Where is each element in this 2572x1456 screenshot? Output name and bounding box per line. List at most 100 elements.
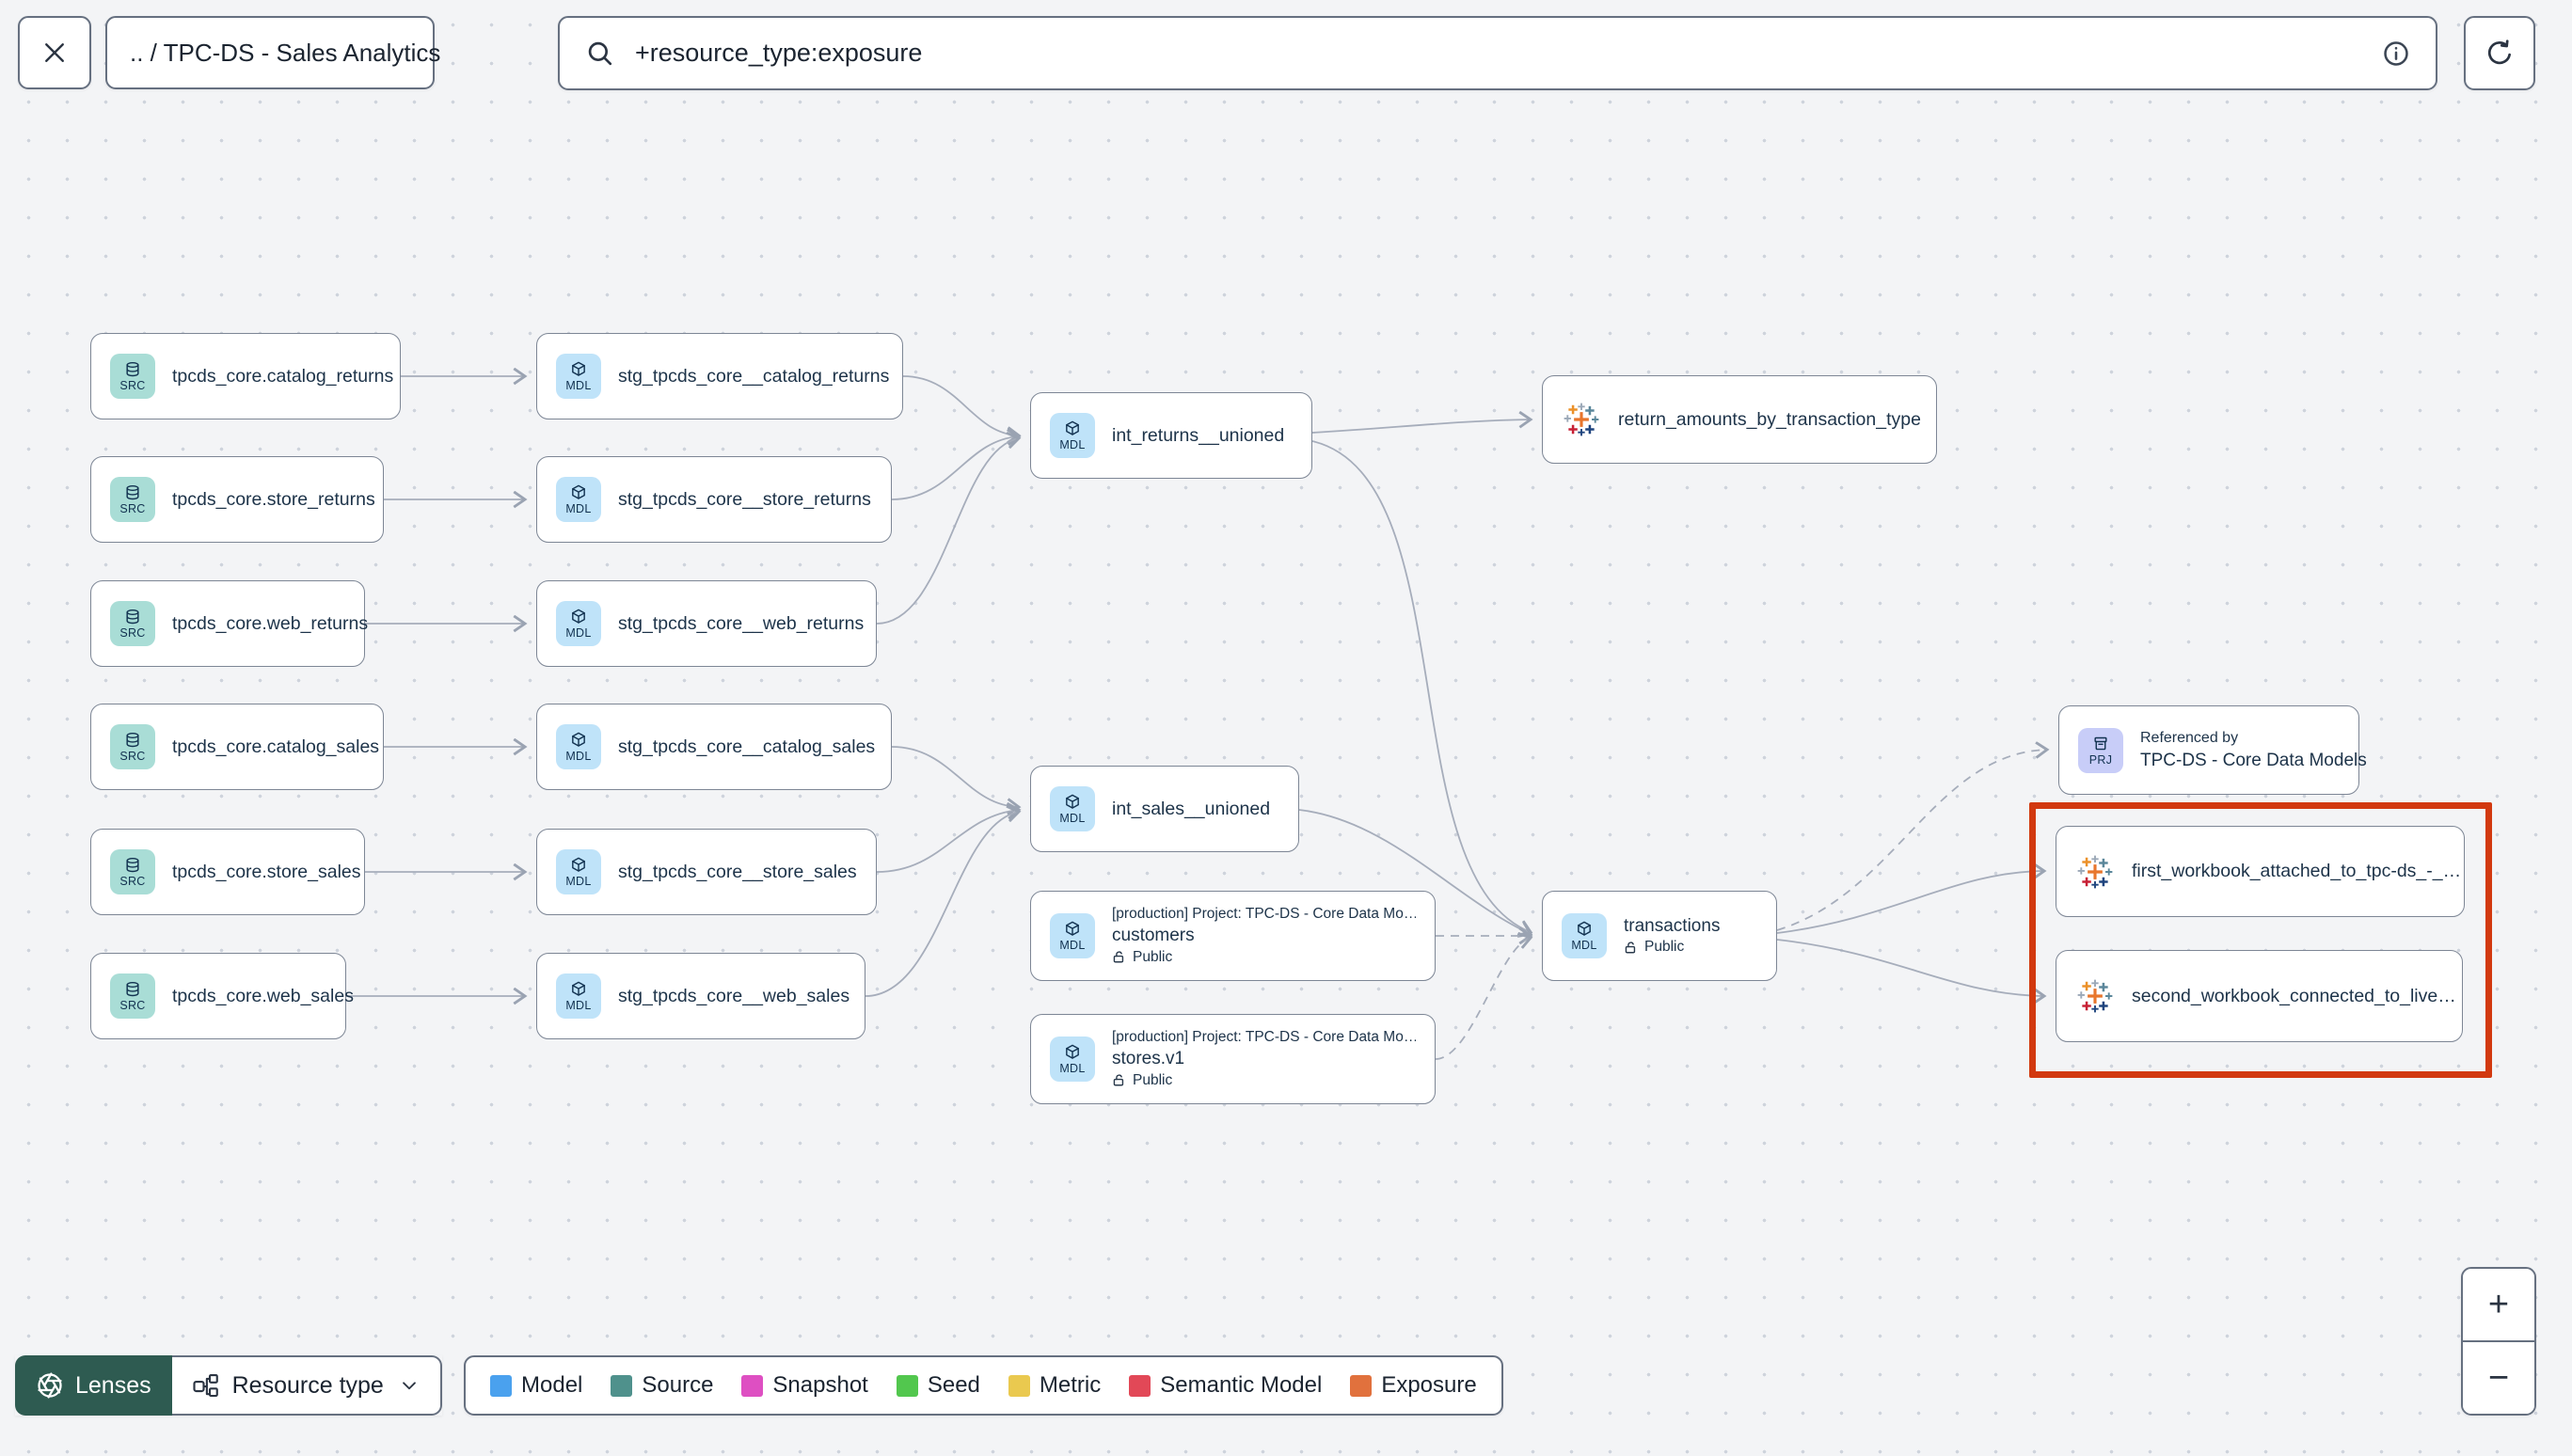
access-row: Public bbox=[1624, 938, 1720, 957]
legend-item-model: Model bbox=[490, 1372, 582, 1399]
close-icon bbox=[45, 43, 64, 62]
node-label: stg_tpcds_core__store_returns bbox=[618, 488, 871, 510]
node-src-tpcds-core-catalog-returns[interactable]: SRC tpcds_core.catalog_returns bbox=[90, 333, 401, 419]
resource-type-icon bbox=[193, 1373, 218, 1398]
legend-swatch-seed bbox=[896, 1374, 918, 1397]
breadcrumb[interactable]: .. / TPC-DS - Sales Analytics bbox=[105, 16, 440, 89]
node-stg-tpcds-core-web-returns[interactable]: MDL stg_tpcds_core__web_returns bbox=[536, 580, 877, 667]
refresh-button[interactable] bbox=[2464, 16, 2535, 90]
node-label: stg_tpcds_core__store_sales bbox=[618, 861, 857, 882]
node-label: tpcds_core.web_sales bbox=[172, 985, 354, 1006]
node-src-tpcds-core-store-sales[interactable]: SRC tpcds_core.store_sales bbox=[90, 829, 365, 915]
lock-open-icon bbox=[1112, 1073, 1126, 1087]
access-row: Public bbox=[1112, 1071, 1416, 1090]
refresh-icon bbox=[2487, 39, 2511, 64]
node-label: second_workbook_connected_to_live… bbox=[2132, 985, 2456, 1006]
breadcrumb-text: .. / TPC-DS - Sales Analytics bbox=[130, 38, 441, 67]
source-badge: SRC bbox=[110, 601, 155, 646]
node-label: int_sales__unioned bbox=[1112, 798, 1271, 819]
aperture-icon bbox=[38, 1372, 62, 1399]
model-badge: MDL bbox=[556, 354, 601, 399]
archive-icon bbox=[2091, 735, 2110, 753]
info-icon[interactable] bbox=[2381, 39, 2411, 69]
node-exposure-first-workbook[interactable]: first_workbook_attached_to_tpc-ds_-_… bbox=[2056, 826, 2465, 917]
legend-item-seed: Seed bbox=[896, 1372, 980, 1399]
node-label: int_returns__unioned bbox=[1112, 424, 1285, 446]
node-src-tpcds-core-catalog-sales[interactable]: SRC tpcds_core.catalog_sales bbox=[90, 704, 384, 790]
legend-swatch-exposure bbox=[1350, 1374, 1373, 1397]
lock-open-icon bbox=[1112, 950, 1126, 964]
node-stg-tpcds-core-catalog-returns[interactable]: MDL stg_tpcds_core__catalog_returns bbox=[536, 333, 903, 419]
database-icon bbox=[123, 856, 142, 875]
node-src-tpcds-core-web-sales[interactable]: SRC tpcds_core.web_sales bbox=[90, 953, 354, 1039]
node-exposure-second-workbook[interactable]: second_workbook_connected_to_live… bbox=[2056, 950, 2463, 1042]
node-label: tpcds_core.catalog_returns bbox=[172, 365, 394, 387]
cube-icon bbox=[569, 980, 588, 999]
model-badge: MDL bbox=[556, 724, 601, 769]
legend-swatch-source bbox=[611, 1374, 633, 1397]
cube-icon bbox=[1575, 920, 1594, 939]
zoom-in-button[interactable]: + bbox=[2463, 1269, 2534, 1342]
database-icon bbox=[123, 731, 142, 750]
lenses-button[interactable]: Lenses bbox=[15, 1355, 172, 1416]
lock-open-icon bbox=[1624, 941, 1638, 955]
node-stg-tpcds-core-store-returns[interactable]: MDL stg_tpcds_core__store_returns bbox=[536, 456, 892, 543]
node-src-tpcds-core-web-returns[interactable]: SRC tpcds_core.web_returns bbox=[90, 580, 369, 667]
node-src-tpcds-core-store-returns[interactable]: SRC tpcds_core.store_returns bbox=[90, 456, 384, 543]
legend-swatch-model bbox=[490, 1374, 512, 1397]
search-input[interactable]: +resource_type:exposure bbox=[635, 39, 923, 67]
legend-item-exposure: Exposure bbox=[1350, 1372, 1477, 1399]
model-badge: MDL bbox=[556, 477, 601, 522]
legend-swatch-snapshot bbox=[741, 1374, 764, 1397]
search-bar[interactable]: +resource_type:exposure bbox=[558, 16, 2437, 90]
cube-icon bbox=[569, 731, 588, 750]
node-transactions[interactable]: MDL transactions Public bbox=[1542, 891, 1777, 981]
node-stg-tpcds-core-web-sales[interactable]: MDL stg_tpcds_core__web_sales bbox=[536, 953, 865, 1039]
node-stg-tpcds-core-catalog-sales[interactable]: MDL stg_tpcds_core__catalog_sales bbox=[536, 704, 892, 790]
node-project-label: [production] Project: TPC-DS - Core Data… bbox=[1112, 906, 1416, 922]
node-label: stores.v1 bbox=[1112, 1049, 1185, 1069]
node-customers[interactable]: MDL [production] Project: TPC-DS - Core … bbox=[1030, 891, 1436, 981]
cube-icon bbox=[569, 360, 588, 379]
node-referenced-by-project[interactable]: PRJ Referenced by TPC-DS - Core Data Mod… bbox=[2058, 705, 2367, 795]
legend-item-semantic-model: Semantic Model bbox=[1129, 1372, 1322, 1399]
cube-icon bbox=[569, 608, 588, 626]
node-int-sales-unioned[interactable]: MDL int_sales__unioned bbox=[1030, 766, 1299, 852]
node-label: transactions bbox=[1624, 916, 1721, 937]
node-stg-tpcds-core-store-sales[interactable]: MDL stg_tpcds_core__store_sales bbox=[536, 829, 877, 915]
legend-item-source: Source bbox=[611, 1372, 713, 1399]
lens-controls: Lenses Resource type bbox=[15, 1355, 442, 1416]
node-label: tpcds_core.web_returns bbox=[172, 612, 369, 634]
source-badge: SRC bbox=[110, 477, 155, 522]
node-int-returns-unioned[interactable]: MDL int_returns__unioned bbox=[1030, 392, 1312, 479]
node-project-label: [production] Project: TPC-DS - Core Data… bbox=[1112, 1029, 1416, 1045]
node-label: tpcds_core.store_sales bbox=[172, 861, 361, 882]
node-label: stg_tpcds_core__web_sales bbox=[618, 985, 850, 1006]
legend: Model Source Snapshot Seed Metric Semant… bbox=[464, 1355, 1503, 1416]
node-exposure-return-amounts-by-transaction-type[interactable]: return_amounts_by_transaction_type bbox=[1542, 375, 1937, 464]
cube-icon bbox=[1063, 1043, 1082, 1062]
tableau-icon bbox=[2075, 852, 2115, 892]
zoom-out-button[interactable]: − bbox=[2463, 1342, 2534, 1414]
resource-type-dropdown[interactable]: Resource type bbox=[171, 1355, 442, 1416]
node-label: stg_tpcds_core__catalog_sales bbox=[618, 736, 876, 757]
node-label: stg_tpcds_core__catalog_returns bbox=[618, 365, 890, 387]
database-icon bbox=[123, 360, 142, 379]
node-label: tpcds_core.catalog_sales bbox=[172, 736, 380, 757]
close-button[interactable] bbox=[18, 16, 91, 89]
zoom-controls: + − bbox=[2461, 1267, 2536, 1416]
legend-item-snapshot: Snapshot bbox=[741, 1372, 868, 1399]
model-badge: MDL bbox=[556, 601, 601, 646]
model-badge: MDL bbox=[1050, 1037, 1095, 1082]
resource-type-label: Resource type bbox=[231, 1371, 384, 1399]
node-label: stg_tpcds_core__web_returns bbox=[618, 612, 865, 634]
node-label: customers bbox=[1112, 926, 1195, 946]
tableau-icon bbox=[2075, 976, 2115, 1016]
tableau-icon bbox=[1562, 400, 1601, 439]
node-stores-v1[interactable]: MDL [production] Project: TPC-DS - Core … bbox=[1030, 1014, 1436, 1104]
database-icon bbox=[123, 608, 142, 626]
access-row: Public bbox=[1112, 948, 1416, 967]
cube-icon bbox=[1063, 793, 1082, 812]
node-label: return_amounts_by_transaction_type bbox=[1618, 408, 1921, 430]
cube-icon bbox=[1063, 920, 1082, 939]
